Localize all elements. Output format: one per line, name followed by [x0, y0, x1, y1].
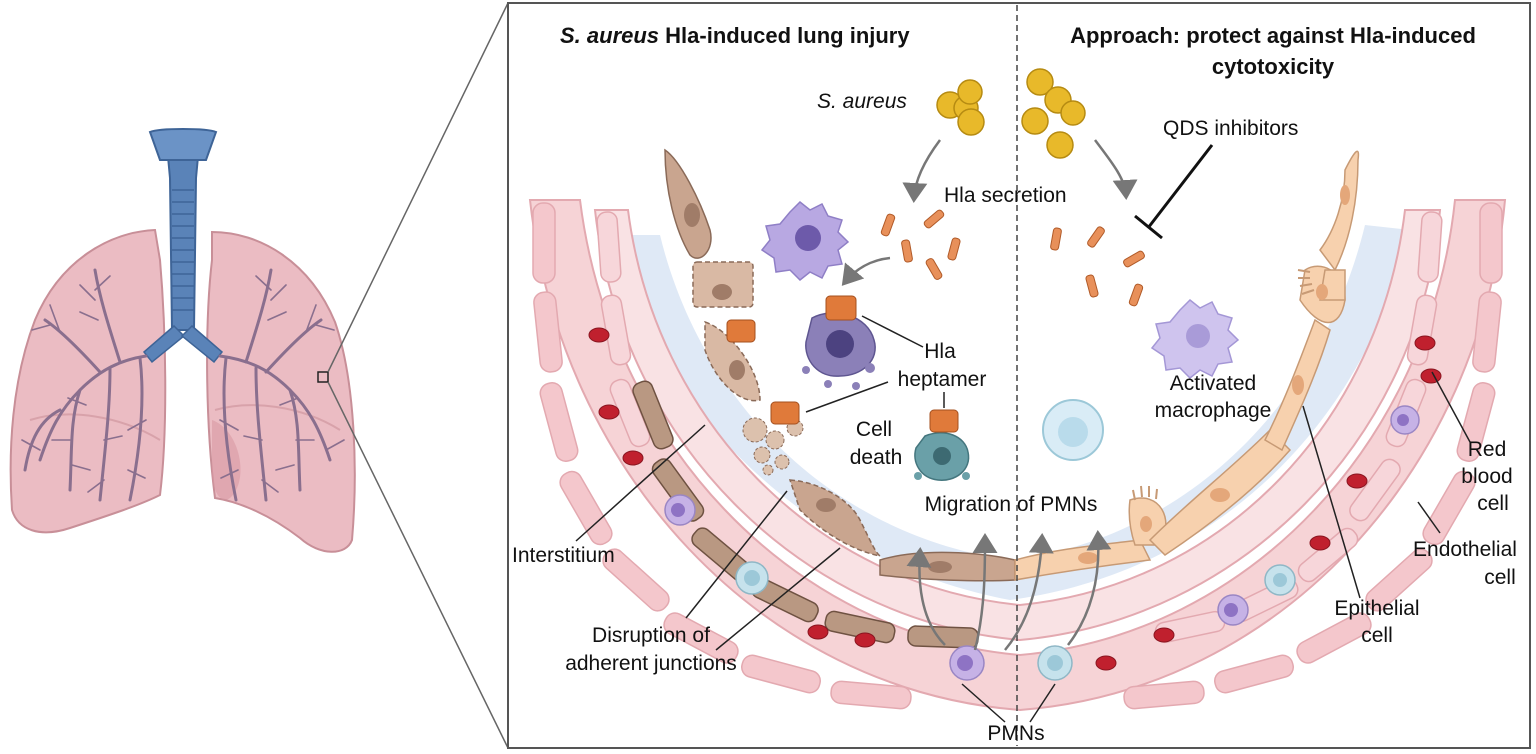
s-aureus-bacteria: [936, 68, 1086, 159]
left-panel-title-rest: Hla-induced lung injury: [659, 23, 910, 48]
activated-macrophage-label-line2: macrophage: [1155, 399, 1272, 422]
left-panel-title: S. aureus Hla-induced lung injury: [560, 23, 910, 48]
red-blood-cell-label-line2: blood: [1461, 465, 1512, 488]
lungs-illustration: [9, 2, 509, 749]
healthy-epithelial-nuclei: [1078, 185, 1350, 564]
disruption-label-line1: Disruption of: [592, 624, 710, 647]
trachea: [164, 134, 202, 331]
right-panel-title-line1: Approach: protect against Hla-induced: [1070, 23, 1476, 48]
activated-macrophage-label-line1: Activated: [1170, 372, 1256, 395]
panel-content: S. aureus Hla-induced lung injury Approa…: [512, 5, 1517, 746]
larynx: [148, 128, 218, 161]
leader-lines: [575, 315, 1471, 723]
disruption-label-line2: adherent junctions: [565, 652, 737, 675]
red-blood-cells: [588, 327, 1442, 671]
vessel-wall-outer: [528, 199, 1507, 712]
main-bronchus-left: [142, 324, 186, 364]
zoom-line-top: [327, 2, 509, 373]
pmns-label: PMNs: [987, 722, 1044, 745]
lung-lobe-line: [29, 413, 161, 441]
epithelial-cell-label-line1: Epithelial: [1334, 597, 1419, 620]
interstitium-label: Interstitium: [512, 544, 615, 567]
red-blood-cell-label-line3: cell: [1477, 492, 1509, 515]
hla-secretion-label: Hla secretion: [944, 184, 1067, 207]
secretion-arrow-left: [902, 139, 942, 203]
epithelial-cell-label-line2: cell: [1361, 624, 1393, 647]
qds-inhibitors-label: QDS inhibitors: [1163, 117, 1298, 140]
right-lung: [206, 230, 356, 553]
trachea-rings: [172, 189, 194, 311]
dying-cell-fragments: [742, 417, 804, 476]
right-panel-title-line2: cytotoxicity: [1212, 54, 1335, 79]
lung-lobe-line: [214, 404, 341, 431]
bronchial-tree-right-fine: [219, 275, 345, 493]
bronchial-tree-left-fine: [21, 275, 147, 493]
cilia: [1132, 269, 1315, 501]
secretion-arrow-right: [1094, 139, 1138, 200]
bronchial-tree-right: [218, 268, 332, 502]
migration-arrow-3: [1004, 533, 1054, 651]
migration-arrow-2: [972, 533, 998, 651]
main-bronchus-right: [180, 324, 224, 364]
neutrophils: [664, 399, 1420, 681]
arrows: [841, 139, 1138, 651]
migration-arrow-1: [906, 547, 946, 646]
endothelial-cell-row-outer: [532, 202, 1503, 710]
inhibition-bar: [1134, 214, 1163, 240]
cell-death-label-line2: death: [850, 446, 903, 469]
endothelial-cell-label-line2: cell: [1484, 566, 1516, 589]
hla-heptamer-pores: [726, 295, 959, 433]
vessel-wall-inner: [593, 209, 1442, 642]
migration-of-pmns-label: Migration of PMNs: [925, 493, 1098, 516]
endothelial-cell-label-line1: Endothelial: [1413, 538, 1517, 561]
zoom-line-bottom: [327, 381, 509, 749]
migration-arrow-4: [1067, 530, 1112, 646]
left-panel-title-italic: S. aureus: [560, 23, 659, 48]
macrophages: [760, 200, 1240, 481]
hla-toxins: [880, 209, 1145, 307]
cell-death-label-line1: Cell: [856, 418, 892, 441]
toxin-to-cell-arrow: [841, 256, 891, 286]
hla-heptamer-label-line2: heptamer: [898, 368, 987, 391]
bronchial-tree-left: [23, 268, 148, 502]
s-aureus-label: S. aureus: [817, 90, 907, 113]
zoom-region-marker: [317, 371, 329, 383]
inhibition-line: [1146, 144, 1214, 229]
damaged-junction-cells: [632, 380, 979, 649]
hla-heptamer-label-line1: Hla: [924, 340, 956, 363]
red-blood-cell-label-line1: Red: [1468, 438, 1507, 461]
